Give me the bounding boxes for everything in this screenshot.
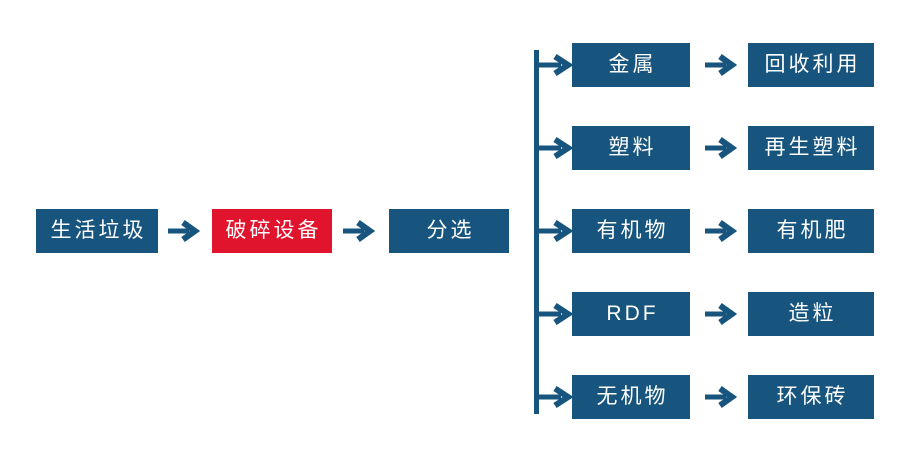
branch-arrow-icon [535,136,573,160]
node-branch-result: 再生塑料 [748,126,874,170]
right-arrow-icon [343,220,375,242]
node-crushing-equipment: 破碎设备 [212,209,332,253]
right-arrow-icon [168,220,200,242]
branch-arrow-icon [535,385,573,409]
right-arrow-icon [705,137,737,159]
node-branch-result: 造粒 [748,292,874,336]
node-branch-category: 有机物 [572,209,690,253]
node-branch-category: 无机物 [572,375,690,419]
node-branch-category: RDF [572,292,690,336]
node-branch-category: 塑料 [572,126,690,170]
branch-arrow-icon [535,302,573,326]
branch-arrow-icon [535,53,573,77]
right-arrow-icon [705,220,737,242]
right-arrow-icon [705,386,737,408]
node-household-waste: 生活垃圾 [36,209,158,253]
branch-arrow-icon [535,219,573,243]
node-sorting: 分选 [389,209,509,253]
right-arrow-icon [705,303,737,325]
right-arrow-icon [705,54,737,76]
node-branch-result: 环保砖 [748,375,874,419]
node-branch-category: 金属 [572,43,690,87]
node-branch-result: 有机肥 [748,209,874,253]
node-branch-result: 回收利用 [748,43,874,87]
